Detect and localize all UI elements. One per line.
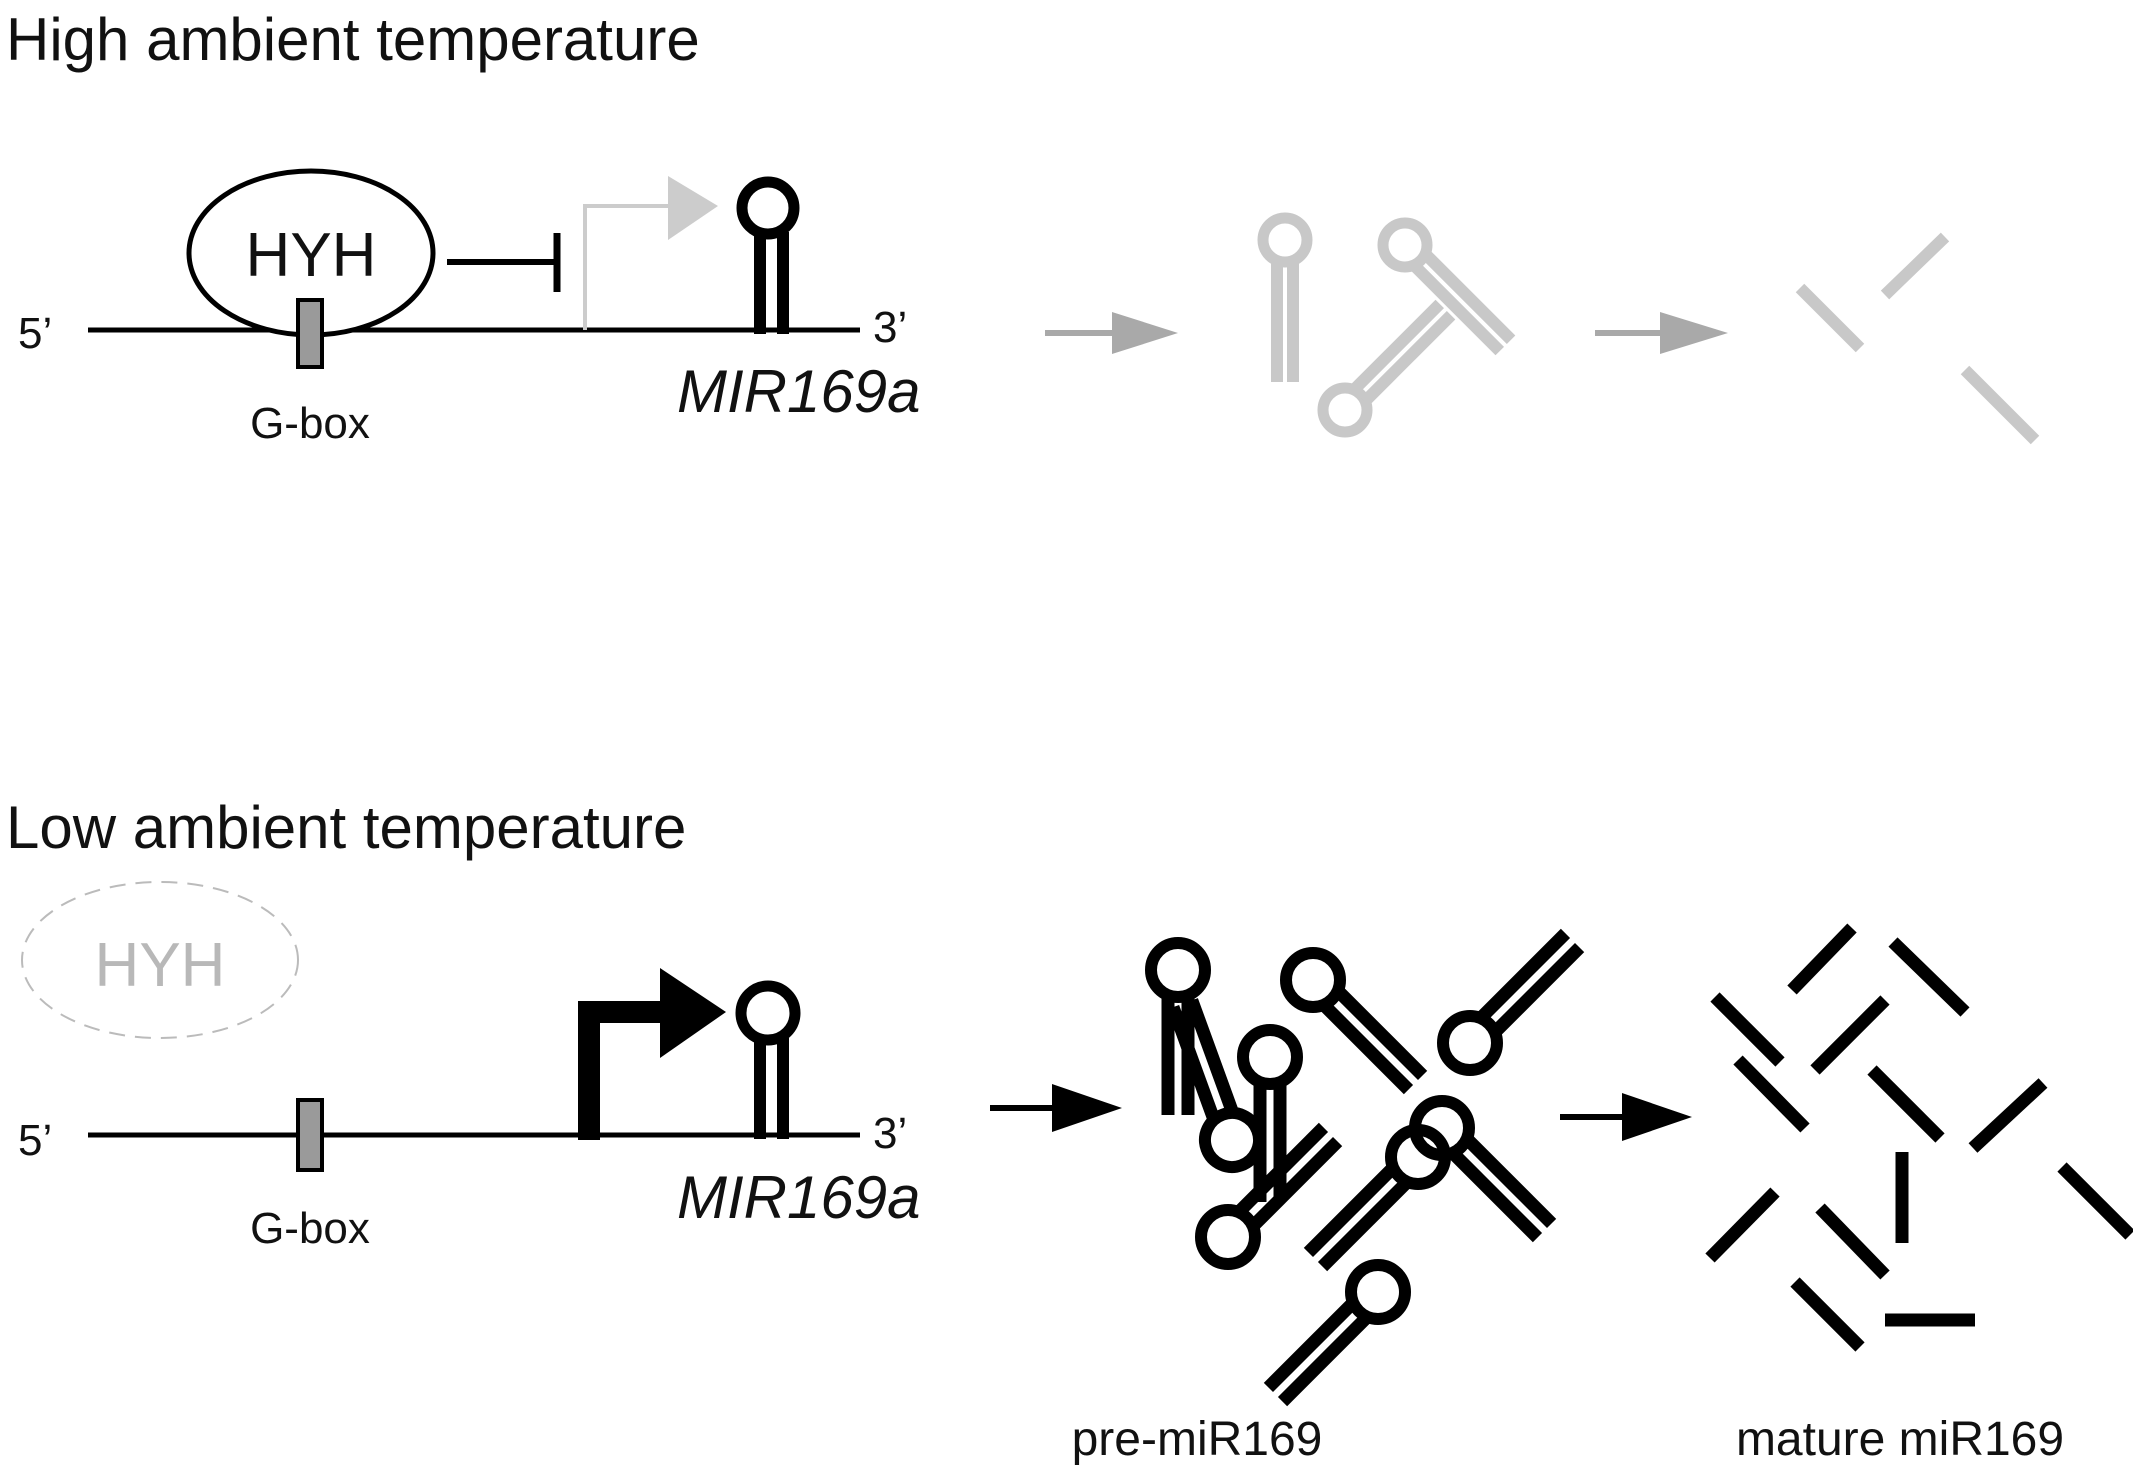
bottom-panel: Low ambient temperature HYH 5’ 3’ G-box … [6, 794, 2133, 1466]
bottom-gene-label: MIR169a [677, 1164, 920, 1231]
top-mature-mirna-group [1795, 232, 2040, 445]
bottom-g-box-label: G-box [250, 1204, 370, 1253]
top-hyh-label: HYH [246, 221, 377, 290]
bottom-hyh-label: HYH [95, 931, 226, 1000]
top-pre-mirna-group [1263, 214, 1521, 441]
top-five-prime-label: 5’ [18, 309, 52, 358]
top-tss-arrow-line [583, 204, 668, 330]
bottom-pre-mirna-cluster [1151, 921, 1592, 1413]
top-g-box-label: G-box [250, 399, 370, 448]
bottom-process-arrow-2 [1560, 1093, 1692, 1141]
bottom-g-box [296, 1098, 324, 1172]
bottom-three-prime-label: 3’ [873, 1109, 907, 1158]
top-g-box [296, 298, 324, 369]
bottom-mature-mirna-cluster [1705, 923, 2133, 1352]
top-gene-label: MIR169a [677, 358, 920, 425]
top-three-prime-label: 3’ [873, 303, 907, 352]
bottom-hyh-protein-absent [21, 881, 299, 1039]
bottom-tss-arrow-line [578, 1001, 670, 1140]
top-process-arrow-2 [1595, 312, 1728, 354]
bottom-five-prime-label: 5’ [18, 1116, 52, 1165]
top-process-arrow-1 [1045, 312, 1178, 354]
bottom-panel-title: Low ambient temperature [6, 794, 686, 861]
bottom-tss-arrow-head [660, 968, 726, 1058]
top-mir169a-hairpin [736, 176, 800, 334]
bottom-mir169a-hairpin [735, 980, 801, 1139]
top-panel: High ambient temperature 5’ 3’ HYH G-box… [6, 6, 2040, 448]
bottom-process-arrow-1 [990, 1084, 1122, 1132]
pre-mirna-label: pre-miR169 [1072, 1413, 1323, 1466]
top-tss-arrow-head [668, 176, 718, 240]
top-panel-title: High ambient temperature [6, 6, 700, 73]
mature-mirna-label: mature miR169 [1736, 1413, 2064, 1466]
